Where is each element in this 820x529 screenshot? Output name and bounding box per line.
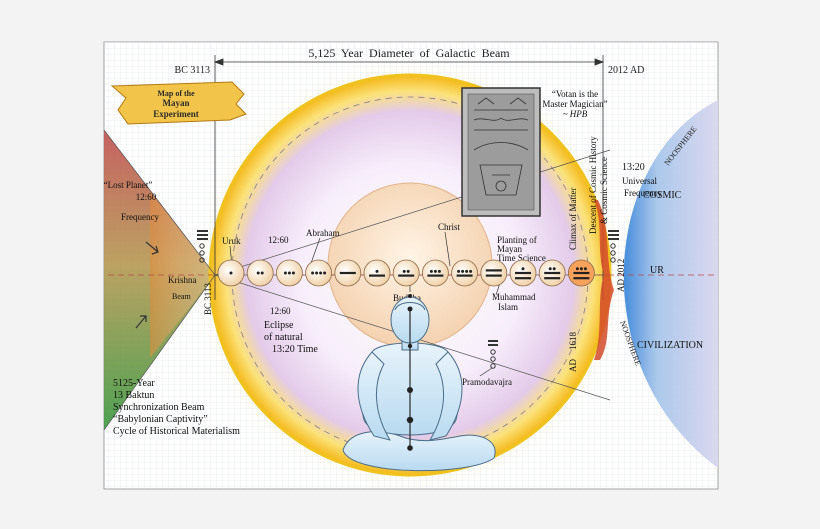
ad-1618-label: AD 1618 <box>568 332 578 372</box>
eclipse-line-1: Eclipse <box>264 320 294 331</box>
bottom-left-line: 13 Baktun <box>113 390 154 401</box>
ratio-top-label: 12:60 <box>268 235 289 245</box>
baktun-bead <box>538 259 566 287</box>
arrow-icon-top <box>145 241 159 255</box>
civilization-label: CIVILIZATION <box>637 340 703 351</box>
planting-line-2: Mayan <box>497 244 522 254</box>
frequency-label: Frequency <box>624 188 662 198</box>
beam-label: Beam <box>172 292 191 301</box>
baktun-bead <box>334 259 362 287</box>
right-glyph-stack <box>608 230 619 263</box>
banner-line-2: Mayan <box>163 98 190 108</box>
baktun-bead <box>480 259 508 287</box>
muhammad-line-2: Islam <box>498 302 518 312</box>
baktun-bead <box>392 259 420 287</box>
end-date-label: 2012 AD <box>608 65 644 76</box>
bottom-left-line: “Babylonian Captivity” <box>113 414 208 425</box>
ad-2012-label: AD 2012 <box>616 259 626 292</box>
right-ratio-label: 13:20 <box>622 162 645 173</box>
planting-line-3: Time Science <box>497 253 546 263</box>
baktun-bead <box>568 259 595 287</box>
eclipse-line-3: 13:20 Time <box>272 344 318 355</box>
muhammad-line-1: Muhammad <box>492 292 536 302</box>
start-date-label: BC 3113 <box>175 65 210 76</box>
lost-planet-frequency: Frequency <box>121 212 159 222</box>
climax-label: Climax of Matter <box>568 188 578 251</box>
meditating-figure <box>342 296 496 472</box>
lost-planet-label: “Lost Planet” <box>104 180 153 190</box>
christ-label: Christ <box>438 222 461 232</box>
quote-line-2: Master Magician” <box>542 99 607 109</box>
abraham-label: Abraham <box>306 228 340 238</box>
baktun-bead <box>421 259 449 287</box>
quote-line-1: “Votan is the <box>552 89 598 99</box>
arrow-icon-bottom <box>135 315 147 329</box>
banner-line-1: Map of the <box>157 89 195 98</box>
baktun-bead <box>305 259 333 287</box>
ratio-bottom-label: 12:60 <box>270 306 291 316</box>
baktun-bead <box>509 259 537 287</box>
bc-vertical-label: BC 3113 <box>203 283 213 315</box>
uruk-label: Uruk <box>222 236 241 246</box>
eclipse-line-2: of natural <box>264 332 303 343</box>
left-glyph-stack <box>197 230 208 263</box>
noosphere-region <box>623 100 718 468</box>
pramodavajra-label: Pramodavajra <box>462 377 512 387</box>
bottom-left-line: Cycle of Historical Materialism <box>113 426 240 437</box>
descent-label-2: & Cosmic Science <box>599 157 609 224</box>
lost-planet-ratio: 12:60 <box>136 192 157 202</box>
baktun-bead <box>363 259 391 287</box>
title-banner: Map of the Mayan Experiment <box>110 81 247 125</box>
flame-band <box>594 200 614 360</box>
ur-label: UR <box>650 265 664 276</box>
baktun-bead <box>451 259 479 287</box>
cosmic-label: COSMIC <box>643 190 682 201</box>
bottom-left-line: Synchronization Beam <box>113 402 205 413</box>
descent-label-1: Descent of Cosmic History <box>588 136 598 234</box>
baktun-bead <box>275 259 303 287</box>
baktun-bead <box>217 259 245 287</box>
votan-stele-image <box>461 87 541 217</box>
krishna-label: Krishna <box>168 275 197 285</box>
bottom-left-line: 5125-Year <box>113 378 155 389</box>
diameter-label: 5,125 Year Diameter of Galactic Beam <box>308 46 510 60</box>
universal-label: Universal <box>622 176 657 186</box>
banner-line-3: Experiment <box>153 109 199 119</box>
baktun-beads <box>217 259 595 287</box>
quote-line-3: ~ HPB <box>563 109 588 119</box>
baktun-bead <box>246 259 274 287</box>
chakra-points <box>406 294 414 451</box>
pramodavajra-glyph-stack <box>488 340 498 369</box>
planting-line-1: Planting of <box>497 235 537 245</box>
